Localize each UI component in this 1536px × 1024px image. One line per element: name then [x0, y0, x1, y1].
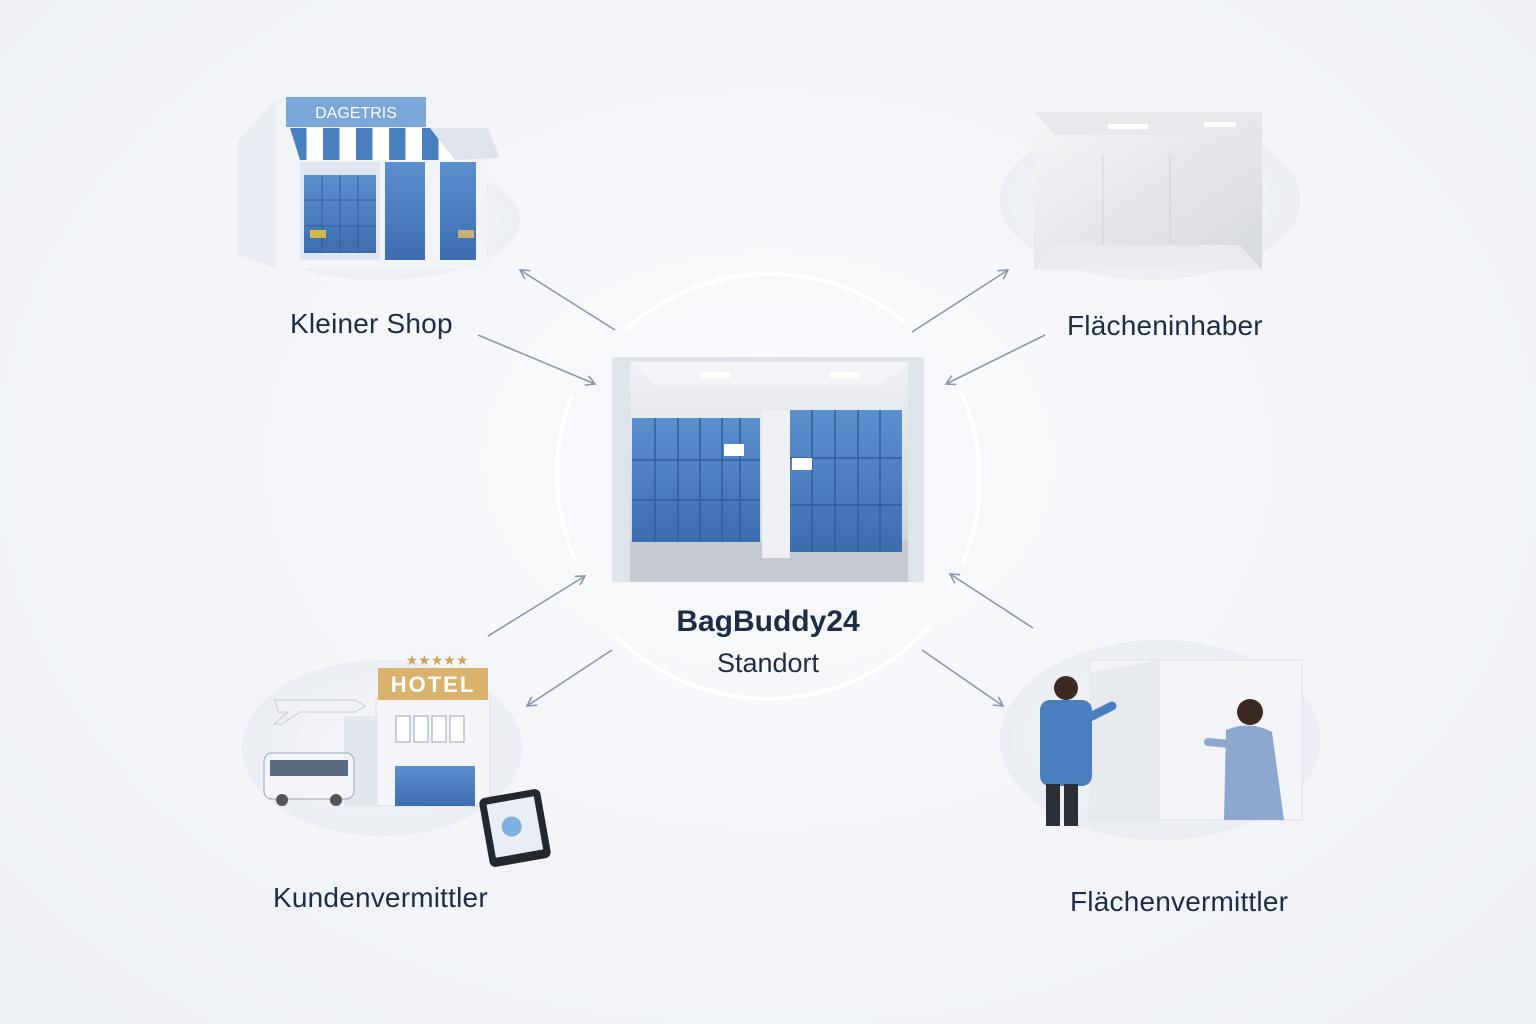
node-label-space-broker: Flächenvermittler [1070, 886, 1289, 917]
center-title: BagBuddy24 [676, 605, 860, 638]
hotel-sign: HOTEL [391, 672, 476, 697]
center-ring [555, 272, 982, 701]
person-man-icon [1040, 676, 1117, 826]
node-label-client-broker: Kundenvermittler [273, 882, 488, 913]
shop-sign: DAGETRIS [315, 105, 397, 122]
shop-illustration: DAGETRIS [238, 95, 520, 280]
empty-space-illustration [1000, 112, 1300, 280]
arrow-center-to-broker [921, 649, 1005, 707]
node-label-shop: Kleiner Shop [290, 308, 453, 339]
broker-meeting-illustration [1000, 640, 1320, 840]
hotel-travel-illustration: HOTEL ★★★★★ [242, 653, 551, 867]
center-subtitle: Standort [716, 648, 820, 678]
airplane-icon [272, 699, 366, 725]
person-woman-icon [1204, 699, 1284, 820]
arrow-owner-to-center [944, 334, 1046, 386]
flow-arrows [477, 269, 1046, 707]
stars-icon: ★★★★★ [406, 653, 469, 669]
arrow-center-to-shop [518, 269, 616, 331]
arrow-client-to-center [487, 575, 587, 637]
arrow-center-to-owner [911, 269, 1010, 333]
node-label-owner: Flächeninhaber [1067, 310, 1263, 341]
arrow-center-to-client [525, 649, 613, 707]
arrow-broker-to-center [948, 573, 1034, 629]
locker-room-illustration [612, 357, 924, 582]
arrow-shop-to-center [477, 334, 597, 386]
